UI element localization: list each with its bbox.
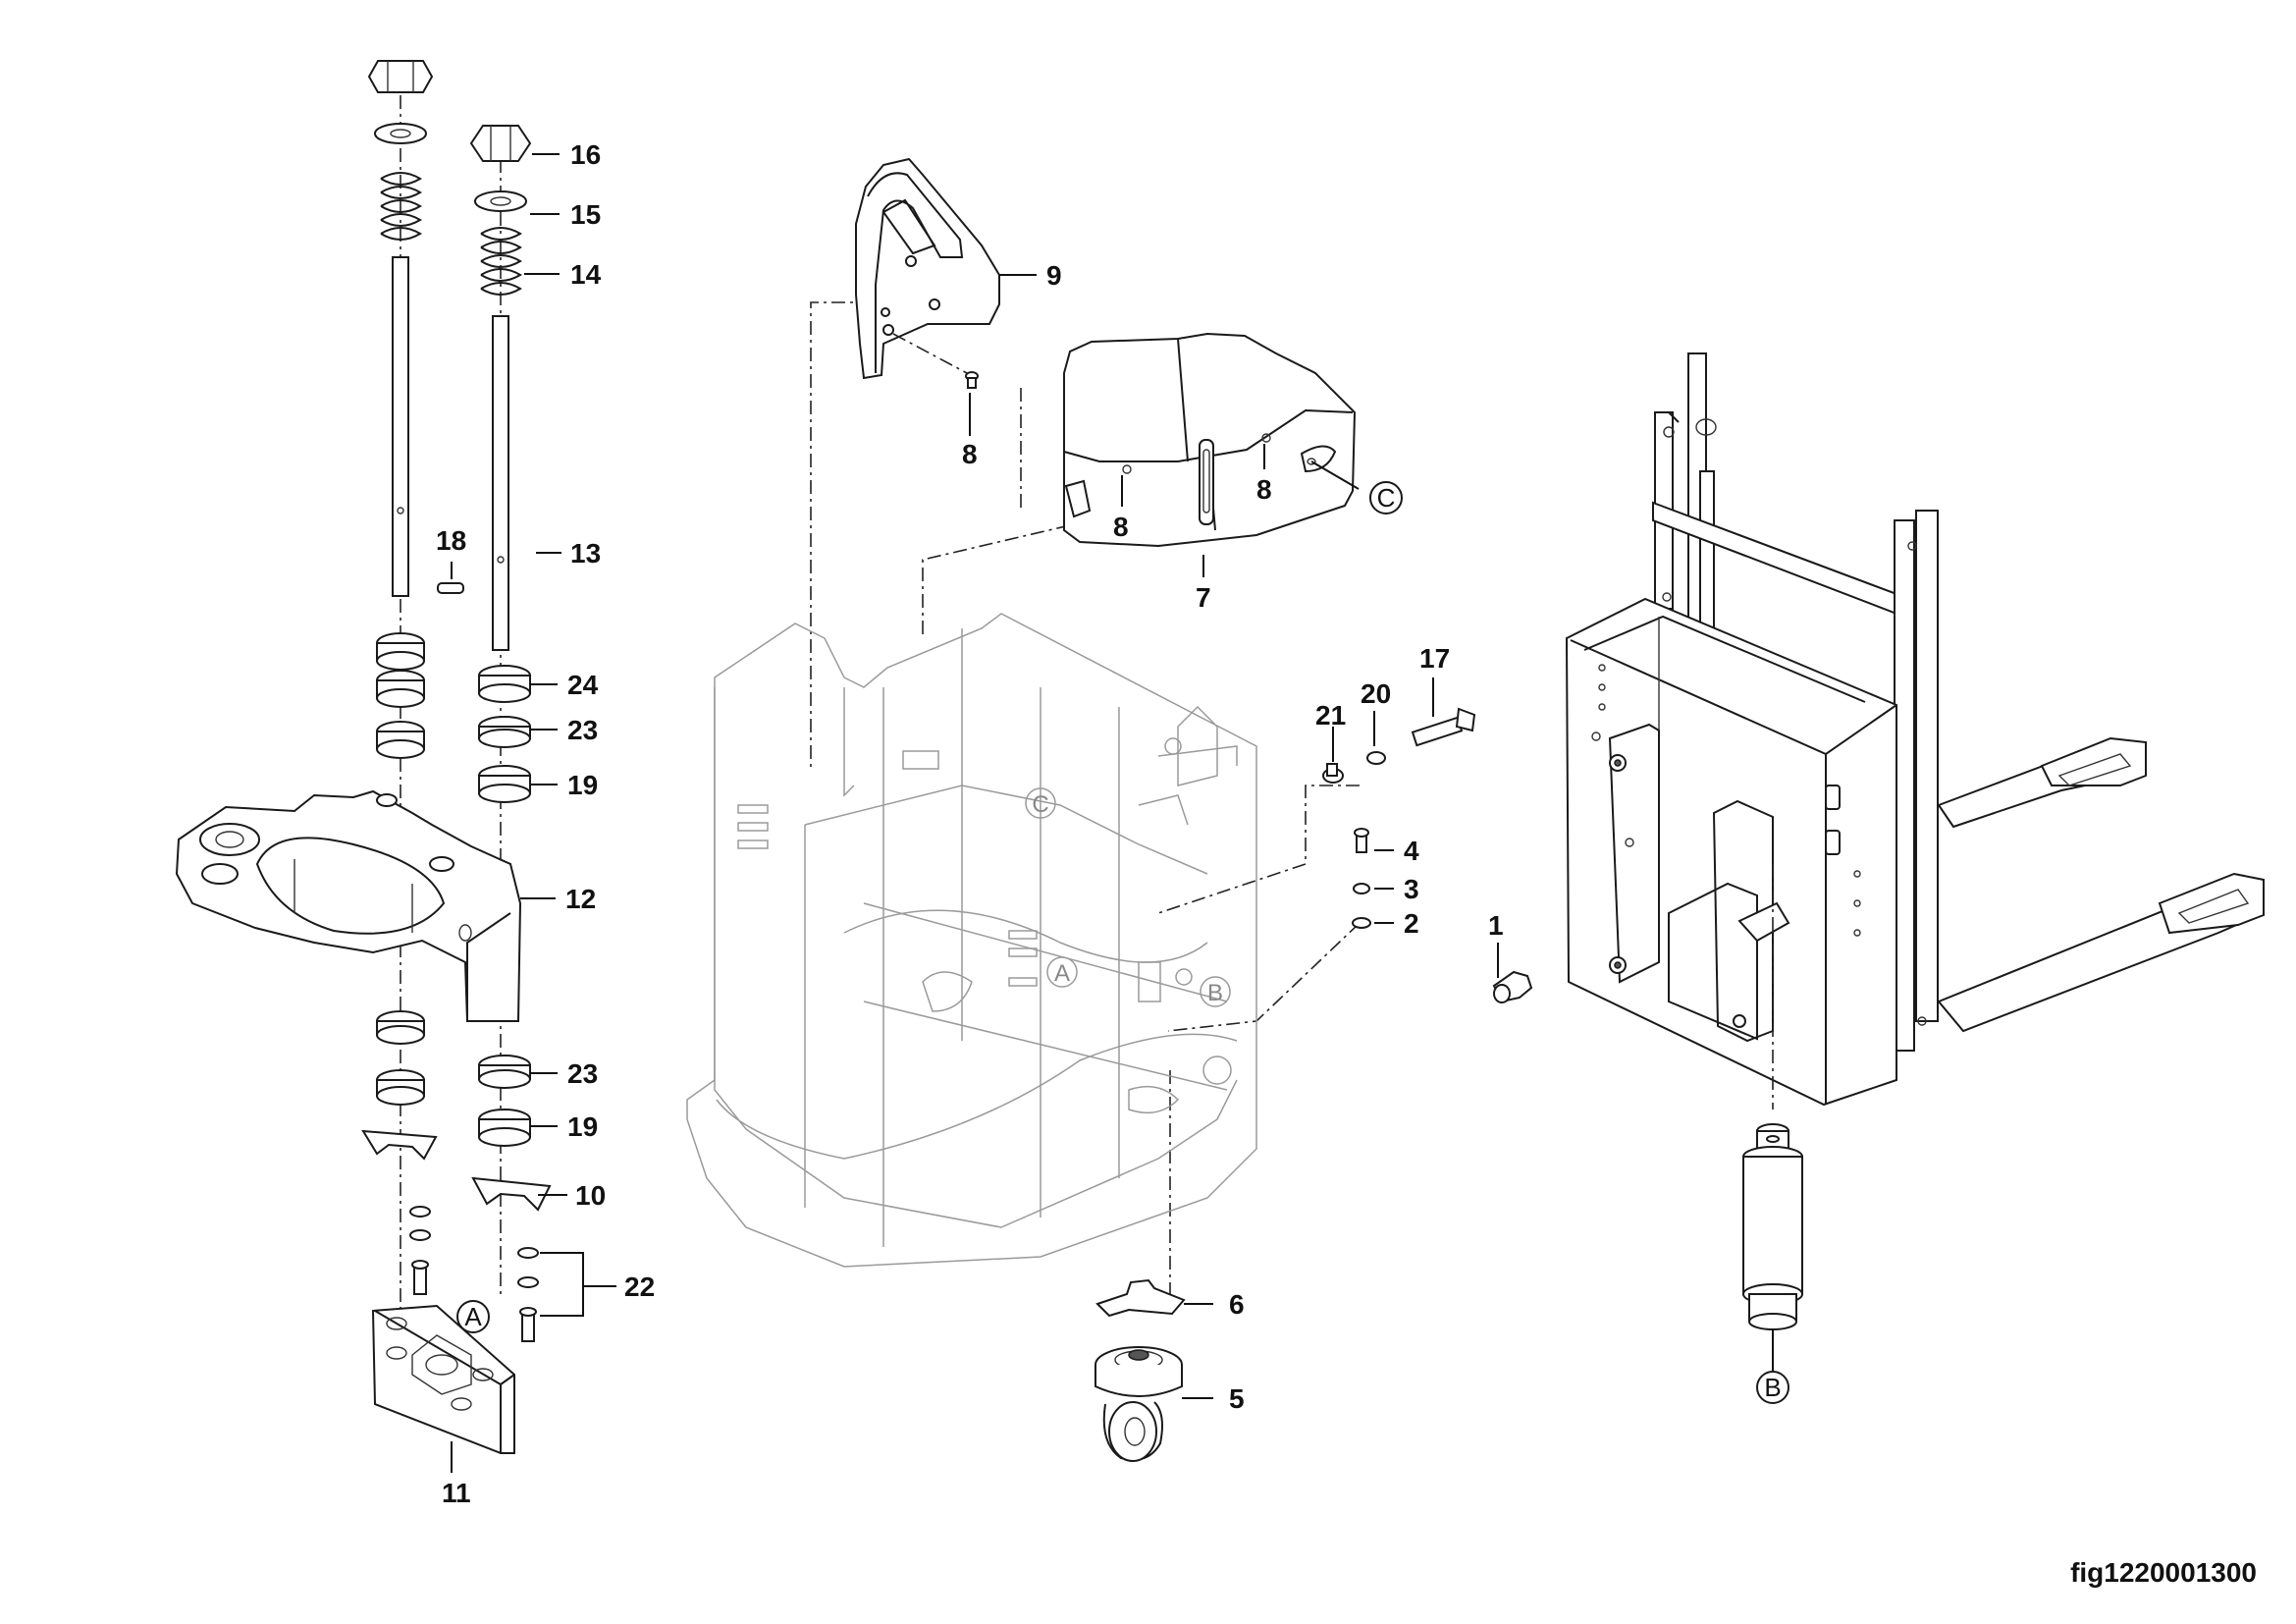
label-18: 18 (436, 525, 466, 556)
label-3: 3 (1404, 874, 1419, 904)
label-7: 7 (1196, 582, 1211, 613)
callouts: 16 15 14 13 18 24 23 19 12 23 19 10 22 1… (436, 139, 1789, 1508)
left-column-assembly (175, 60, 552, 1454)
label-23a: 23 (567, 715, 598, 745)
handle-grip (855, 157, 1000, 380)
label-11: 11 (442, 1478, 471, 1508)
label-9: 9 (1046, 260, 1062, 291)
label-2: 2 (1404, 908, 1419, 939)
label-8c: 8 (1256, 474, 1272, 505)
label-8a: 8 (962, 439, 978, 469)
caster-bracket (175, 789, 522, 1022)
label-23b: 23 (567, 1058, 598, 1089)
figure-id: fig1220001300 (2070, 1557, 2257, 1588)
bushings-left-upper (376, 632, 425, 759)
label-14: 14 (570, 259, 602, 290)
label-19a: 19 (567, 770, 598, 800)
label-4: 4 (1404, 836, 1419, 866)
label-24: 24 (567, 670, 599, 700)
bolt-set (1322, 707, 1476, 784)
screw-handle (892, 333, 979, 389)
label-12: 12 (565, 884, 596, 914)
label-10: 10 (575, 1180, 606, 1211)
label-20: 20 (1361, 678, 1391, 709)
bushings-left-lower (376, 1010, 425, 1106)
label-16: 16 (570, 139, 601, 170)
small-hardware (1352, 828, 1371, 929)
label-1: 1 (1488, 910, 1504, 941)
label-21: 21 (1315, 700, 1346, 731)
chassis-frame: C A B (686, 301, 1361, 1296)
ref-marker-c-frame: C (1032, 791, 1048, 818)
label-17: 17 (1419, 643, 1450, 674)
ref-marker-a: A (464, 1302, 482, 1331)
label-13: 13 (570, 538, 601, 568)
hydraulic-cylinder (1742, 1123, 1803, 1330)
mounting-plate (371, 1304, 515, 1454)
label-5: 5 (1229, 1383, 1245, 1414)
label-22: 22 (624, 1272, 655, 1302)
caster-wheel (1095, 1278, 1186, 1462)
label-15: 15 (570, 199, 601, 230)
label-19b: 19 (567, 1111, 598, 1142)
battery-cover (1063, 332, 1357, 548)
pallet-truck-body (1492, 352, 2266, 1371)
label-8b: 8 (1113, 512, 1129, 542)
spring-left (380, 172, 422, 241)
label-6: 6 (1229, 1289, 1245, 1320)
ref-marker-b: B (1764, 1373, 1781, 1402)
ref-marker-c: C (1377, 483, 1396, 513)
ref-marker-a-frame: A (1054, 960, 1070, 987)
ref-marker-b-frame: B (1207, 980, 1223, 1006)
